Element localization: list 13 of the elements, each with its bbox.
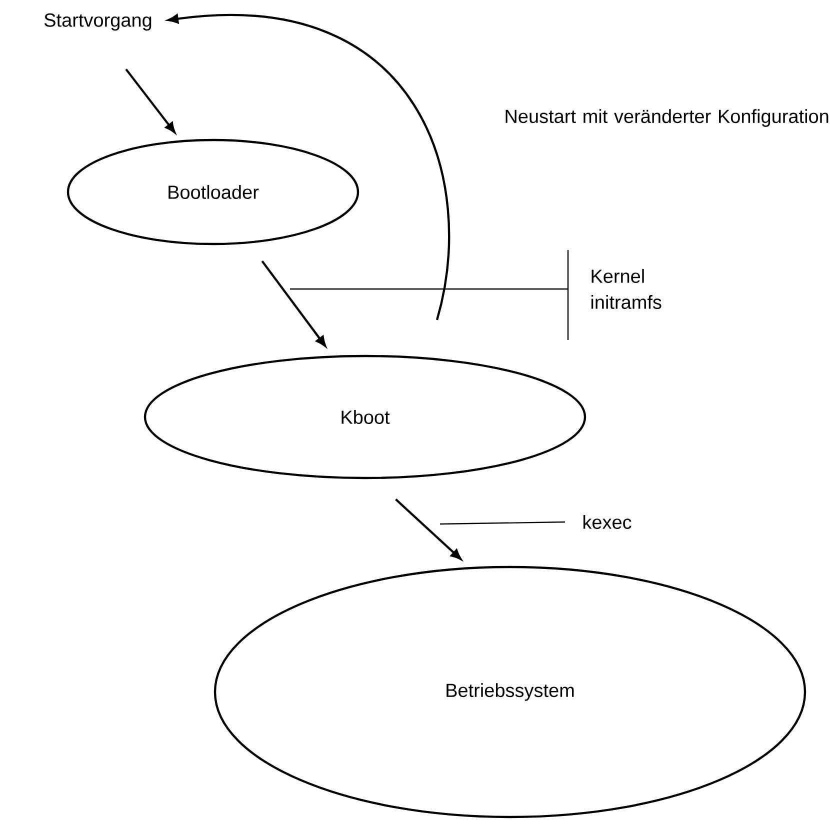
ellipse-node: Bootloader [66, 138, 360, 246]
arrow [125, 68, 176, 134]
ellipse-node: Betriebssystem [214, 566, 806, 818]
arrow [395, 498, 462, 560]
edge-label: Neustart mit veränderter Konfiguration [506, 109, 828, 127]
ellipse-node: Kboot [144, 354, 586, 480]
arrow [261, 260, 326, 347]
node-label: Startvorgang [44, 13, 152, 31]
curved-arrow [168, 14, 450, 320]
leader-line [440, 521, 566, 525]
leader-line [289, 249, 569, 341]
node-label: Kernel initramfs [591, 269, 662, 309]
node-label: kexec [584, 515, 632, 529]
